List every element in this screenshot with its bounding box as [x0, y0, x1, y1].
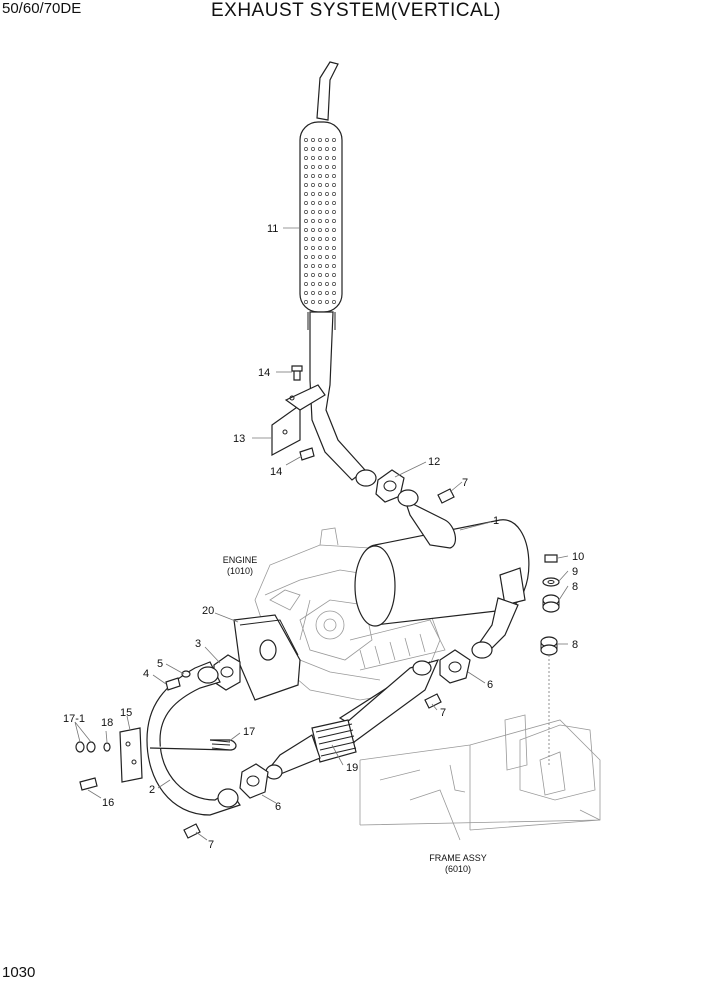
gasket — [439, 649, 471, 684]
callout-bolt: 16 — [102, 797, 114, 809]
callout-heat-shield: 20 — [202, 605, 214, 617]
callout-bracket: 13 — [233, 433, 245, 445]
callout-bolt: 7 — [440, 707, 446, 719]
frame-ref-code: (6010) — [445, 864, 471, 874]
callout-gasket: 3 — [195, 638, 201, 650]
bolt — [79, 777, 98, 791]
gasket — [239, 763, 269, 799]
callout-u-bolt: 17 — [243, 726, 255, 738]
callout-gasket: 6 — [487, 679, 493, 691]
callout-tail-pipe: 11 — [267, 223, 278, 235]
heat-shield — [233, 614, 301, 701]
tail-pipe-flange — [355, 469, 377, 487]
callout-mount-rubber: 8 — [572, 581, 578, 593]
callout-bolt: 7 — [462, 477, 468, 489]
callout-washer: 9 — [572, 566, 578, 578]
callout-clamp-bracket: 15 — [120, 707, 132, 719]
bolt — [299, 447, 315, 461]
callout-muffler: 1 — [493, 515, 499, 527]
u-bolt — [149, 739, 237, 751]
bolt — [291, 365, 303, 381]
bolt — [183, 823, 201, 839]
washer — [103, 742, 111, 752]
callout-nut: 5 — [157, 658, 163, 670]
tail-pipe — [299, 61, 366, 481]
engine-ref-label: ENGINE — [223, 555, 258, 565]
callout-gasket: 6 — [275, 801, 281, 813]
engine-ref-code: (1010) — [227, 566, 253, 576]
perforation-pattern — [304, 138, 336, 304]
callout-gasket: 12 — [428, 456, 440, 468]
nut — [181, 670, 191, 678]
front-pipe — [146, 661, 241, 816]
bracket — [271, 384, 326, 457]
muffler — [354, 489, 530, 659]
nut — [544, 554, 558, 563]
bolt — [165, 677, 181, 691]
mount-rubber — [542, 594, 560, 613]
callout-nut: 17-1 — [63, 713, 85, 725]
callout-front-pipe: 2 — [149, 784, 155, 796]
callout-mount-rubber: 8 — [572, 639, 578, 651]
clamp-bracket — [119, 727, 143, 783]
nut — [75, 741, 96, 753]
model-code: 50/60/70DE — [2, 0, 82, 17]
callout-bolt: 14 — [258, 367, 270, 379]
page-number: 1030 — [2, 964, 36, 981]
exhaust-pipe — [265, 659, 440, 780]
callout-washer: 18 — [101, 717, 113, 729]
callout-nut: 10 — [572, 551, 584, 563]
callout-bolt: 4 — [143, 668, 149, 680]
frame-outline — [359, 714, 601, 841]
washer — [542, 577, 560, 587]
mount-rubber-lower — [540, 636, 558, 656]
frame-ref-label: FRAME ASSY — [429, 853, 487, 863]
callout-bolt: 14 — [270, 466, 282, 478]
bolt — [437, 488, 455, 504]
callout-bolt: 7 — [208, 839, 214, 851]
leader-lines — [74, 227, 569, 841]
callout-exhaust-pipe: 19 — [346, 762, 358, 774]
bolt — [424, 693, 442, 709]
page-title: EXHAUST SYSTEM(VERTICAL) — [210, 0, 502, 21]
